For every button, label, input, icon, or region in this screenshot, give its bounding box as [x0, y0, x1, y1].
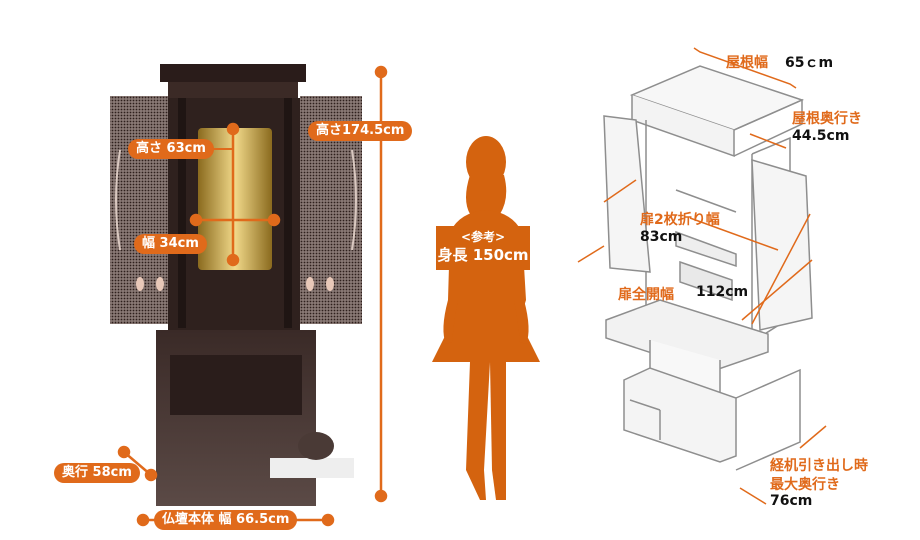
door-open-value: 112cm	[696, 284, 749, 300]
depth-label: 奥行 58cm	[54, 463, 140, 483]
reference-height: 身長 150cm	[437, 246, 529, 264]
right-dimension-lines	[577, 47, 827, 505]
drawer-label-1: 経机引き出し時	[770, 458, 868, 474]
reference-box: <参考> 身長 150cm	[436, 226, 530, 270]
door-fold-value: 83cm	[640, 229, 683, 245]
person-silhouette	[432, 136, 540, 500]
reference-note: <参考>	[460, 230, 506, 244]
body-width-label: 仏壇本体 幅 66.5cm	[154, 510, 298, 530]
roof-depth-value: 44.5cm	[792, 128, 850, 144]
drawer-label-2: 最大奥行き	[770, 477, 840, 493]
drawer-value: 76cm	[770, 493, 813, 509]
overall-height-label: 高さ174.5cm	[308, 121, 413, 141]
roof-width-label: 屋根幅	[726, 55, 768, 71]
inner-width-label: 幅 34cm	[134, 234, 207, 254]
roof-width-value: 65ｃm	[785, 55, 834, 71]
door-fold-label: 扉2枚折り幅	[640, 212, 720, 228]
altar-line-drawing	[603, 65, 813, 471]
door-open-label: 扉全開幅	[618, 287, 674, 303]
inner-height-label: 高さ 63cm	[128, 139, 214, 159]
roof-depth-label: 屋根奥行き	[792, 111, 862, 127]
